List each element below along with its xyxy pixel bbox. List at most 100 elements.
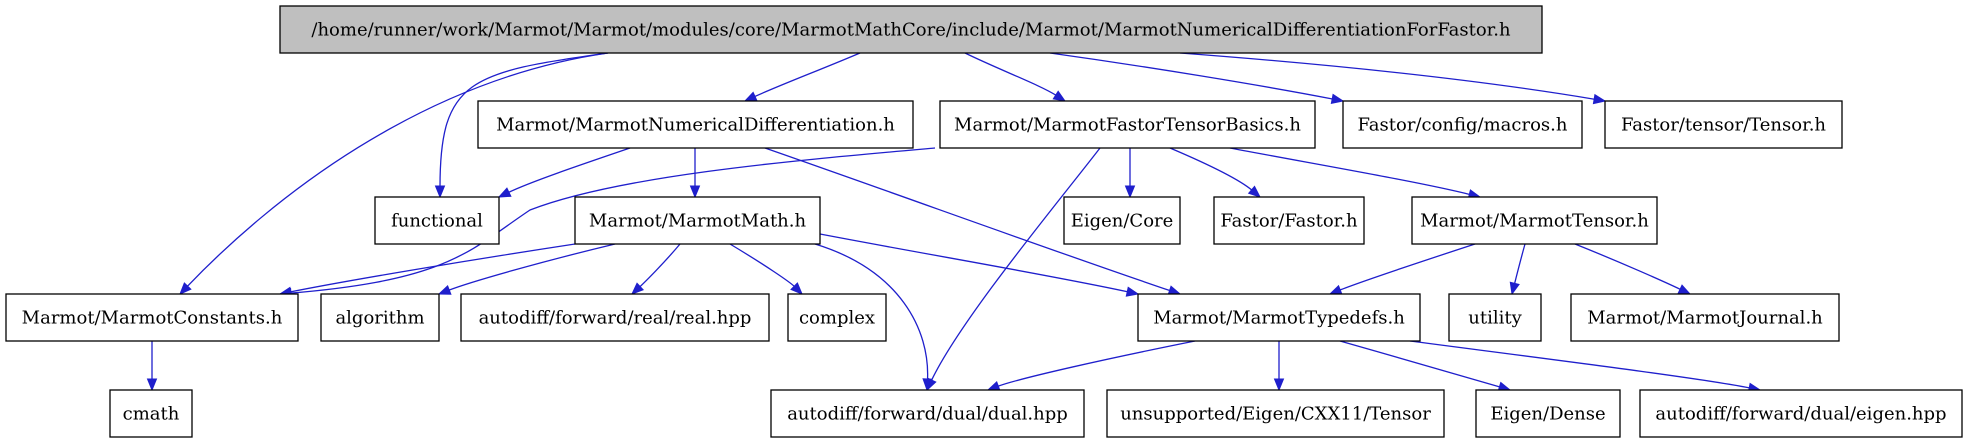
node-cxx11[interactable]: unsupported/Eigen/CXX11/Tensor — [1106, 389, 1445, 438]
node-box — [1411, 196, 1658, 245]
node-box — [1106, 389, 1445, 438]
arrow-head-icon — [434, 185, 446, 199]
node-label: Marmot/MarmotTypedefs.h — [1153, 308, 1405, 329]
edge-line — [289, 147, 936, 294]
edge-line — [507, 147, 631, 194]
node-box — [279, 5, 1543, 54]
node-box — [574, 196, 821, 245]
edge-marmotmath-to-complex — [729, 243, 803, 295]
node-dense[interactable]: Eigen/Dense — [1475, 389, 1621, 438]
node-complex[interactable]: complex — [787, 293, 887, 342]
edge-root-to-functional — [434, 52, 609, 199]
node-label: Marmot/MarmotMath.h — [589, 211, 807, 232]
edge-line — [814, 243, 929, 381]
edge-line — [1049, 52, 1334, 100]
node-label: autodiff/forward/dual/eigen.hpp — [1655, 404, 1946, 425]
edge-line — [1339, 243, 1476, 291]
arrow-head-icon — [437, 284, 452, 295]
node-label: autodiff/forward/real/real.hpp — [479, 308, 752, 329]
edge-line — [448, 243, 616, 291]
node-macros[interactable]: Fastor/config/macros.h — [1342, 100, 1583, 149]
node-marmotmath[interactable]: Marmot/MarmotMath.h — [574, 196, 821, 245]
node-box — [770, 389, 1085, 438]
arrow-head-icon — [1592, 93, 1607, 105]
node-typedefs[interactable]: Marmot/MarmotTypedefs.h — [1137, 293, 1421, 342]
arrow-head-icon — [689, 185, 701, 199]
node-journal[interactable]: Marmot/MarmotJournal.h — [1570, 293, 1840, 342]
arrow-head-icon — [1273, 378, 1285, 392]
node-label: Marmot/MarmotFastorTensorBasics.h — [954, 115, 1301, 136]
arrow-head-icon — [1328, 284, 1343, 295]
edge-line — [638, 243, 681, 288]
node-label: Marmot/MarmotNumericalDifferentiation.h — [496, 115, 895, 136]
node-box — [477, 100, 914, 149]
edge-marmottensor-to-journal — [1574, 243, 1692, 295]
node-label: autodiff/forward/dual/dual.hpp — [787, 404, 1068, 425]
arrow-head-icon — [179, 282, 192, 295]
edge-fastorbasics-to-fastorfastor — [1169, 147, 1262, 198]
arrow-head-icon — [922, 378, 933, 392]
arrow-head-icon — [631, 282, 645, 295]
edge-line — [729, 243, 796, 288]
node-dual[interactable]: autodiff/forward/dual/dual.hpp — [770, 389, 1085, 438]
node-utility[interactable]: utility — [1448, 293, 1542, 342]
node-algorithm[interactable]: algorithm — [320, 293, 440, 342]
node-label: Marmot/MarmotJournal.h — [1587, 308, 1823, 329]
node-box — [1342, 100, 1583, 149]
node-constants[interactable]: Marmot/MarmotConstants.h — [5, 293, 299, 342]
node-fastorbasics[interactable]: Marmot/MarmotFastorTensorBasics.h — [939, 100, 1316, 149]
node-eigencore[interactable]: Eigen/Core — [1063, 196, 1181, 245]
node-label: functional — [391, 211, 483, 232]
edge-line — [1169, 147, 1253, 192]
edge-typedefs-to-cxx11 — [1273, 341, 1285, 392]
edge-line — [753, 52, 861, 98]
edge-marmotmath-to-dual — [814, 243, 933, 392]
edge-fastorbasics-to-marmottensor — [1229, 147, 1482, 200]
arrow-head-icon — [1125, 286, 1140, 297]
node-label: /home/runner/work/Marmot/Marmot/modules/… — [311, 20, 1511, 41]
edge-marmotmath-to-typedefs — [819, 233, 1140, 297]
node-label: Fastor/tensor/Tensor.h — [1621, 115, 1826, 136]
edge-line — [1513, 243, 1526, 285]
arrow-head-icon — [790, 282, 803, 295]
edge-marmotmath-to-algorithm — [437, 243, 616, 295]
edge-line — [1229, 147, 1471, 196]
edge-marmotmath-to-real — [631, 243, 681, 295]
edge-line — [997, 340, 1196, 388]
node-box — [460, 293, 770, 342]
node-functional[interactable]: functional — [374, 196, 500, 245]
node-tensorh[interactable]: Fastor/tensor/Tensor.h — [1604, 100, 1843, 149]
node-box — [374, 196, 500, 245]
edge-numdiff-to-marmotmath — [689, 148, 701, 199]
edge-line — [439, 52, 609, 188]
edge-root-to-numdiff — [743, 52, 861, 102]
node-label: cmath — [123, 404, 180, 425]
node-marmottensor[interactable]: Marmot/MarmotTensor.h — [1411, 196, 1658, 245]
node-box — [1063, 196, 1181, 245]
node-fastorfastor[interactable]: Fastor/Fastor.h — [1213, 196, 1365, 245]
node-label: Marmot/MarmotTensor.h — [1420, 211, 1649, 232]
arrow-head-icon — [1124, 185, 1136, 199]
arrow-head-icon — [986, 381, 1001, 391]
node-root[interactable]: /home/runner/work/Marmot/Marmot/modules/… — [279, 5, 1543, 54]
node-box — [1448, 293, 1542, 342]
node-box — [1137, 293, 1421, 342]
node-box — [939, 100, 1316, 149]
node-box — [109, 389, 193, 438]
edge-line — [1409, 340, 1751, 389]
edge-typedefs-to-dual — [986, 340, 1196, 391]
node-eigenhpp[interactable]: autodiff/forward/dual/eigen.hpp — [1639, 389, 1963, 438]
node-label: unsupported/Eigen/CXX11/Tensor — [1120, 404, 1431, 425]
edge-marmottensor-to-typedefs — [1328, 243, 1476, 295]
node-box — [320, 293, 440, 342]
node-box — [1604, 100, 1843, 149]
node-cmath[interactable]: cmath — [109, 389, 193, 438]
node-real[interactable]: autodiff/forward/real/real.hpp — [460, 293, 770, 342]
arrow-head-icon — [146, 378, 158, 392]
node-numdiff[interactable]: Marmot/MarmotNumericalDifferentiation.h — [477, 100, 914, 149]
node-label: utility — [1468, 308, 1522, 329]
node-label: Fastor/config/macros.h — [1358, 115, 1568, 136]
nodes-layer: /home/runner/work/Marmot/Marmot/modules/… — [5, 5, 1963, 438]
node-box — [1213, 196, 1365, 245]
edge-marmottensor-to-utility — [1509, 243, 1526, 296]
